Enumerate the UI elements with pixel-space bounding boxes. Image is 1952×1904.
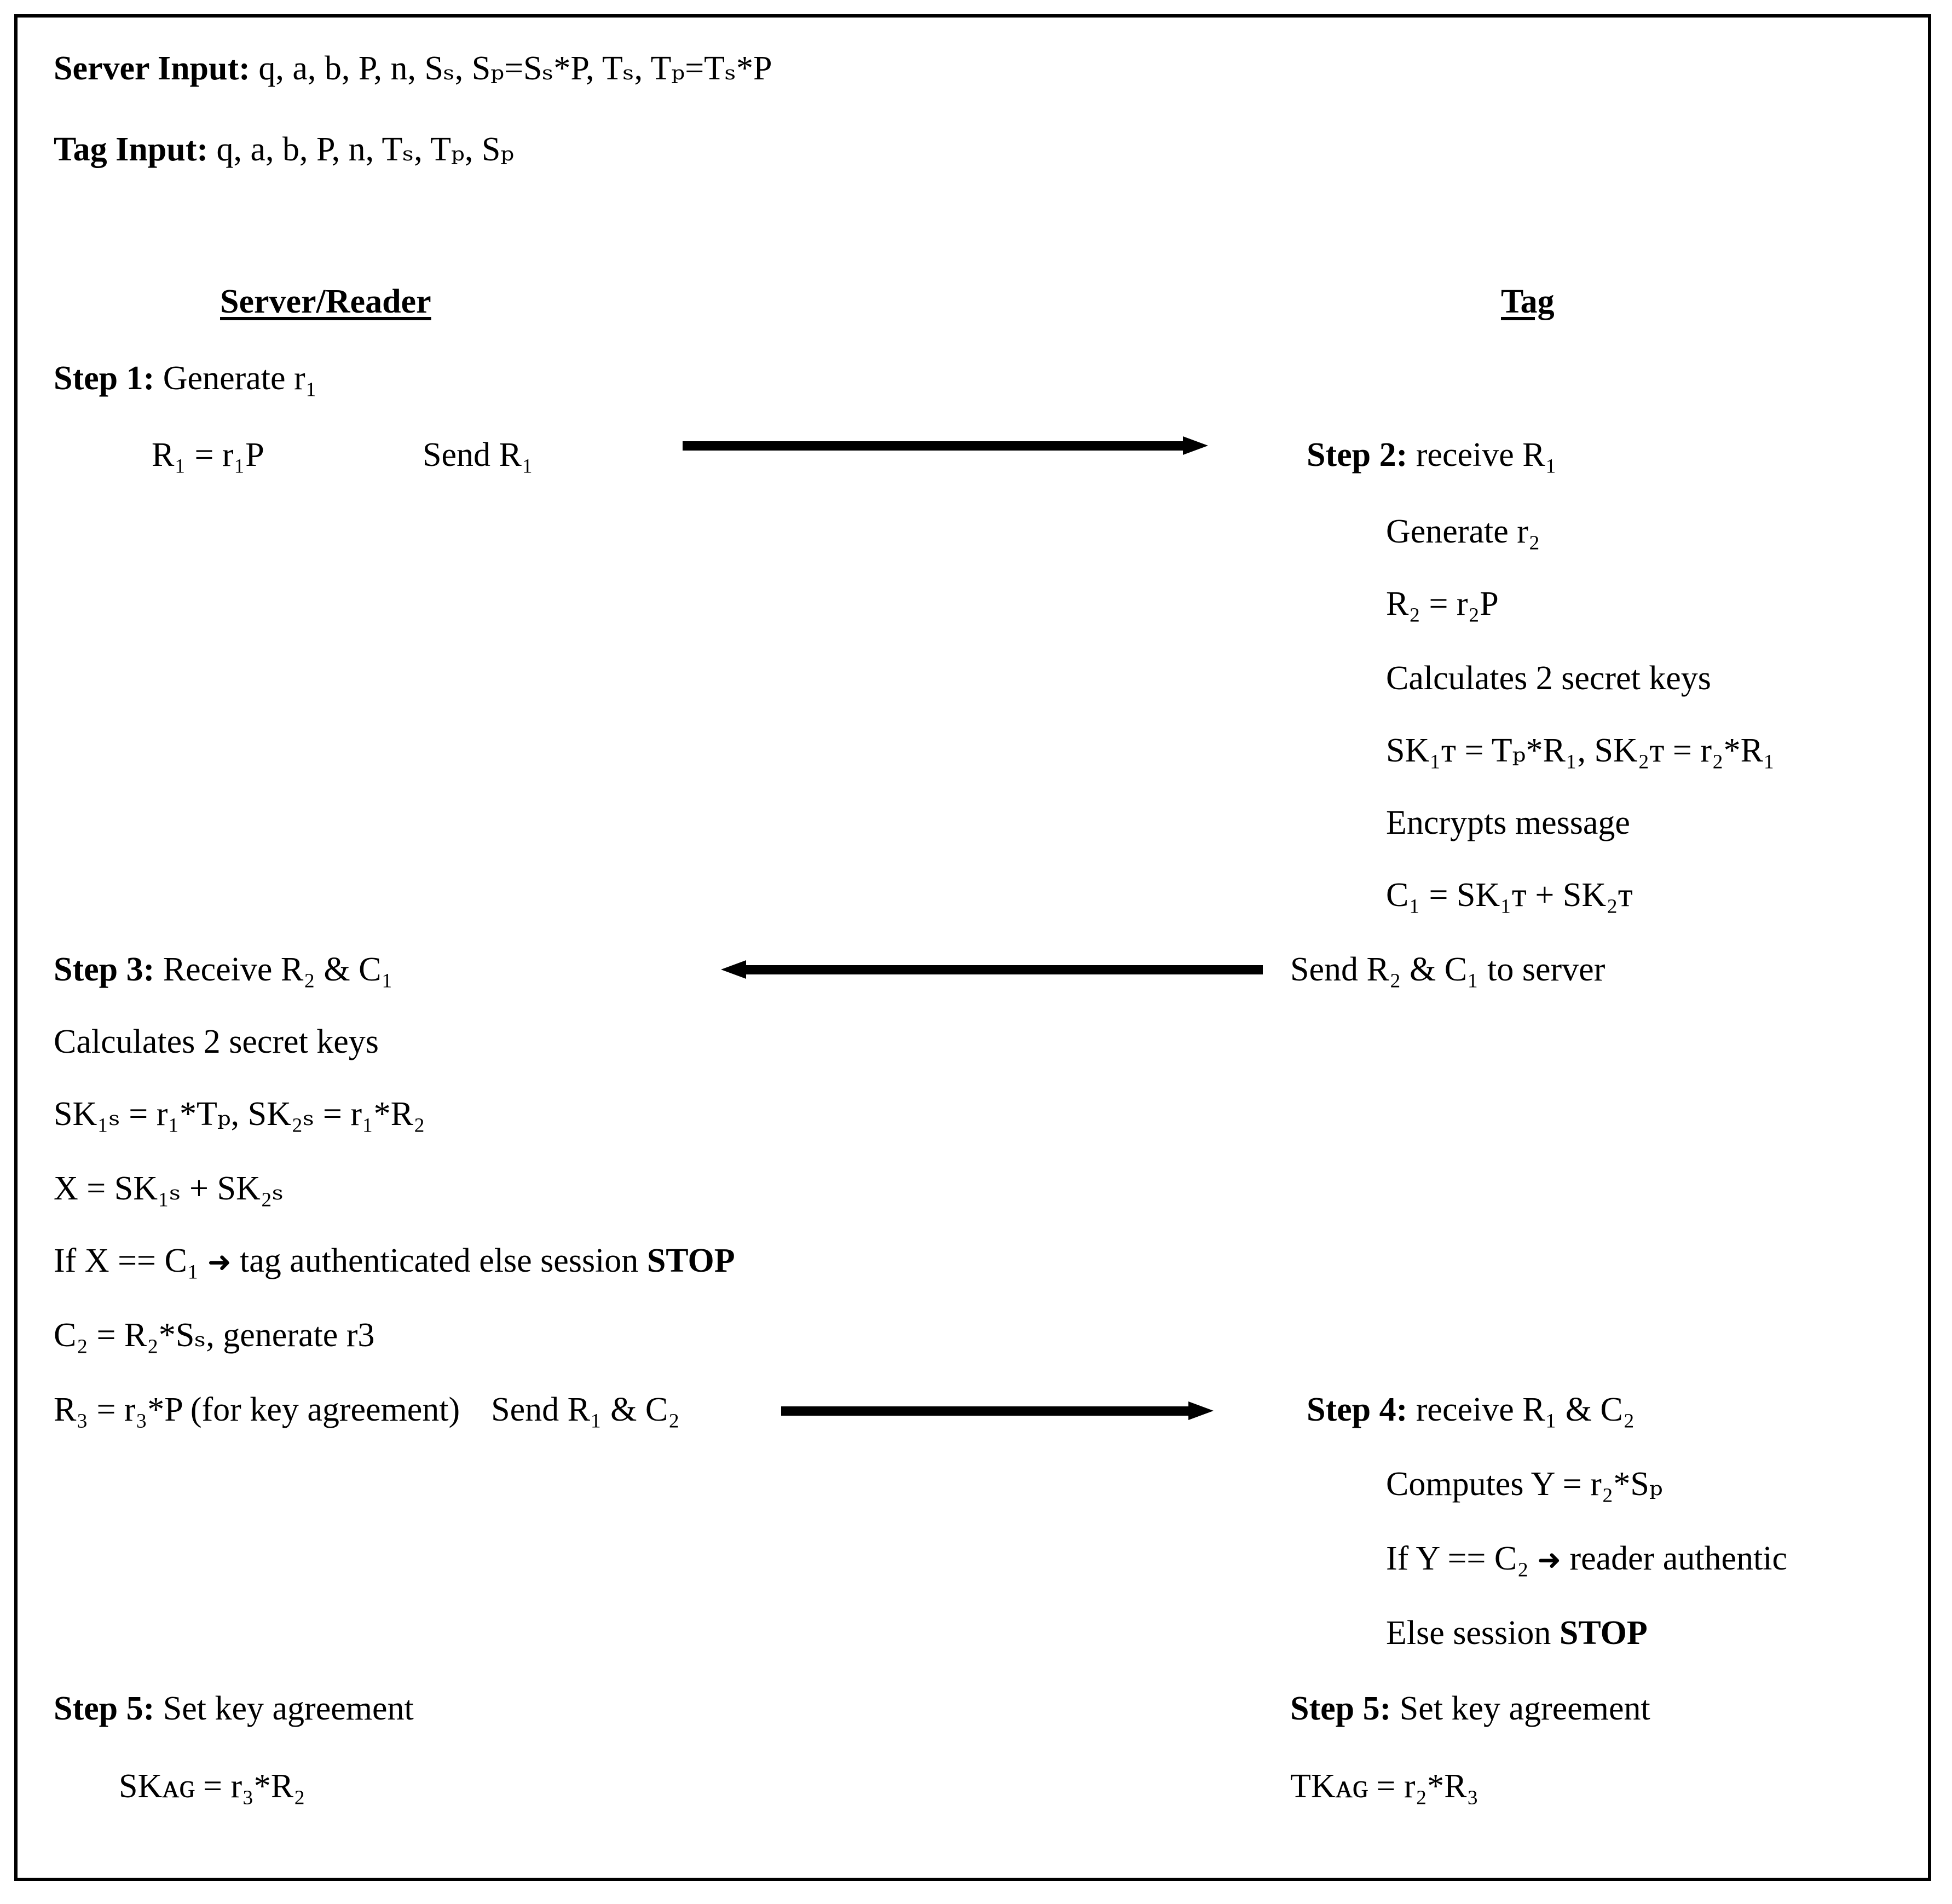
step5-left-label: Step 5:	[54, 1690, 155, 1727]
generate-r2-line: Generate r₂	[1386, 513, 1540, 550]
tkag-equation: TKᴀɢ = r₂*R₃	[1290, 1768, 1479, 1805]
step2-text: receive R₁	[1416, 436, 1557, 474]
server-calculates-keys-line: Calculates 2 secret keys	[54, 1023, 379, 1060]
diagram-frame: Server Input: q, a, b, P, n, Sₛ, Sₚ=Sₛ*P…	[14, 14, 1931, 1881]
step3-label: Step 3:	[54, 951, 155, 988]
send-r1-label: Send R₁	[423, 436, 534, 474]
step1-label: Step 1:	[54, 360, 155, 397]
c1-equation: C₁ = SK₁ᴛ + SK₂ᴛ	[1386, 876, 1633, 914]
x-equation: X = SK₁ₛ + SK₂ₛ	[54, 1170, 284, 1207]
step5-left-text: Set key agreement	[163, 1690, 414, 1727]
arrow-head	[1188, 1401, 1214, 1420]
arrow-r2c1-tag-to-server	[721, 960, 1263, 979]
r3-equation: R₃ = r₃*P (for key agreement)	[54, 1391, 460, 1428]
right-arrow-icon: ➜	[207, 1246, 232, 1279]
r1-equation: R₁ = r₁P	[152, 436, 264, 474]
step2-line: Step 2: receive R₁	[1307, 438, 1557, 472]
arrow-r1c2-server-to-tag	[781, 1401, 1214, 1420]
arrow-r1-server-to-tag	[683, 436, 1208, 455]
arrow-shaft	[745, 965, 1263, 974]
server-input-label: Server Input:	[54, 50, 250, 87]
arrow-head	[1183, 436, 1208, 455]
step4-line: Step 4: receive R₁ & C₂	[1307, 1393, 1635, 1427]
encrypts-message-line: Encrypts message	[1386, 804, 1630, 841]
step5-right-line: Step 5: Set key agreement	[1290, 1692, 1650, 1726]
else-session-text: Else session	[1386, 1614, 1551, 1652]
right-arrow-icon: ➜	[1537, 1544, 1561, 1577]
tag-calculates-keys-line: Calculates 2 secret keys	[1386, 660, 1711, 697]
send-r2-c1-label: Send R₂ & C₁ to server	[1290, 951, 1606, 988]
step1-line: Step 1: Generate r₁	[54, 361, 317, 395]
if-y-condition: If Y == C₂	[1386, 1540, 1529, 1577]
tag-input-line: Tag Input: q, a, b, P, n, Tₛ, Tₚ, Sₚ	[54, 132, 514, 166]
step5-left-line: Step 5: Set key agreement	[54, 1692, 414, 1726]
tag-input-label: Tag Input:	[54, 131, 209, 168]
if-y-line: If Y == C₂ ➜ reader authentic	[1386, 1542, 1787, 1576]
if-y-result: reader authentic	[1569, 1540, 1788, 1577]
column-header-server-reader: Server/Reader	[220, 283, 431, 320]
r3-send-line: R₃ = r₃*P (for key agreement) Send R₁ & …	[54, 1393, 680, 1427]
step2-label: Step 2:	[1307, 436, 1408, 474]
r2-equation: R₂ = r₂P	[1386, 585, 1499, 622]
stop-keyword: STOP	[1559, 1614, 1648, 1652]
server-sk-equations: SK₁ₛ = r₁*Tₚ, SK₂ₛ = r₁*R₂	[54, 1095, 425, 1133]
step3-text: Receive R₂ & C₁	[163, 951, 394, 988]
stop-keyword: STOP	[646, 1242, 735, 1279]
server-input-value: q, a, b, P, n, Sₛ, Sₚ=Sₛ*P, Tₛ, Tₚ=Tₛ*P	[258, 50, 772, 87]
step3-line: Step 3: Receive R₂ & C₁	[54, 953, 393, 986]
else-session-line: Else session STOP	[1386, 1616, 1648, 1650]
step5-right-label: Step 5:	[1290, 1690, 1391, 1727]
computes-y-line: Computes Y = r₂*Sₚ	[1386, 1465, 1663, 1503]
send-r1-c2-label: Send R₁ & C₂	[491, 1391, 680, 1428]
if-x-condition: If X == C₁	[54, 1242, 199, 1279]
if-x-line: If X == C₁ ➜ tag authenticated else sess…	[54, 1244, 735, 1278]
arrow-head	[721, 960, 746, 979]
arrow-shaft	[683, 441, 1184, 451]
skag-equation: SKᴀɢ = r₃*R₂	[119, 1768, 305, 1805]
step5-right-text: Set key agreement	[1399, 1690, 1650, 1727]
tag-sk-equations: SK₁ᴛ = Tₚ*R₁, SK₂ᴛ = r₂*R₁	[1386, 732, 1775, 769]
arrow-shaft	[781, 1406, 1189, 1416]
step4-text: receive R₁ & C₂	[1416, 1391, 1635, 1428]
c2-equation: C₂ = R₂*Sₛ, generate r3	[54, 1317, 375, 1354]
tag-input-value: q, a, b, P, n, Tₛ, Tₚ, Sₚ	[216, 131, 515, 168]
if-x-result: tag authenticated else session	[240, 1242, 639, 1279]
column-header-tag: Tag	[1501, 283, 1555, 320]
server-input-line: Server Input: q, a, b, P, n, Sₛ, Sₚ=Sₛ*P…	[54, 51, 772, 85]
step4-label: Step 4:	[1307, 1391, 1408, 1428]
step1-text: Generate r₁	[163, 360, 317, 397]
